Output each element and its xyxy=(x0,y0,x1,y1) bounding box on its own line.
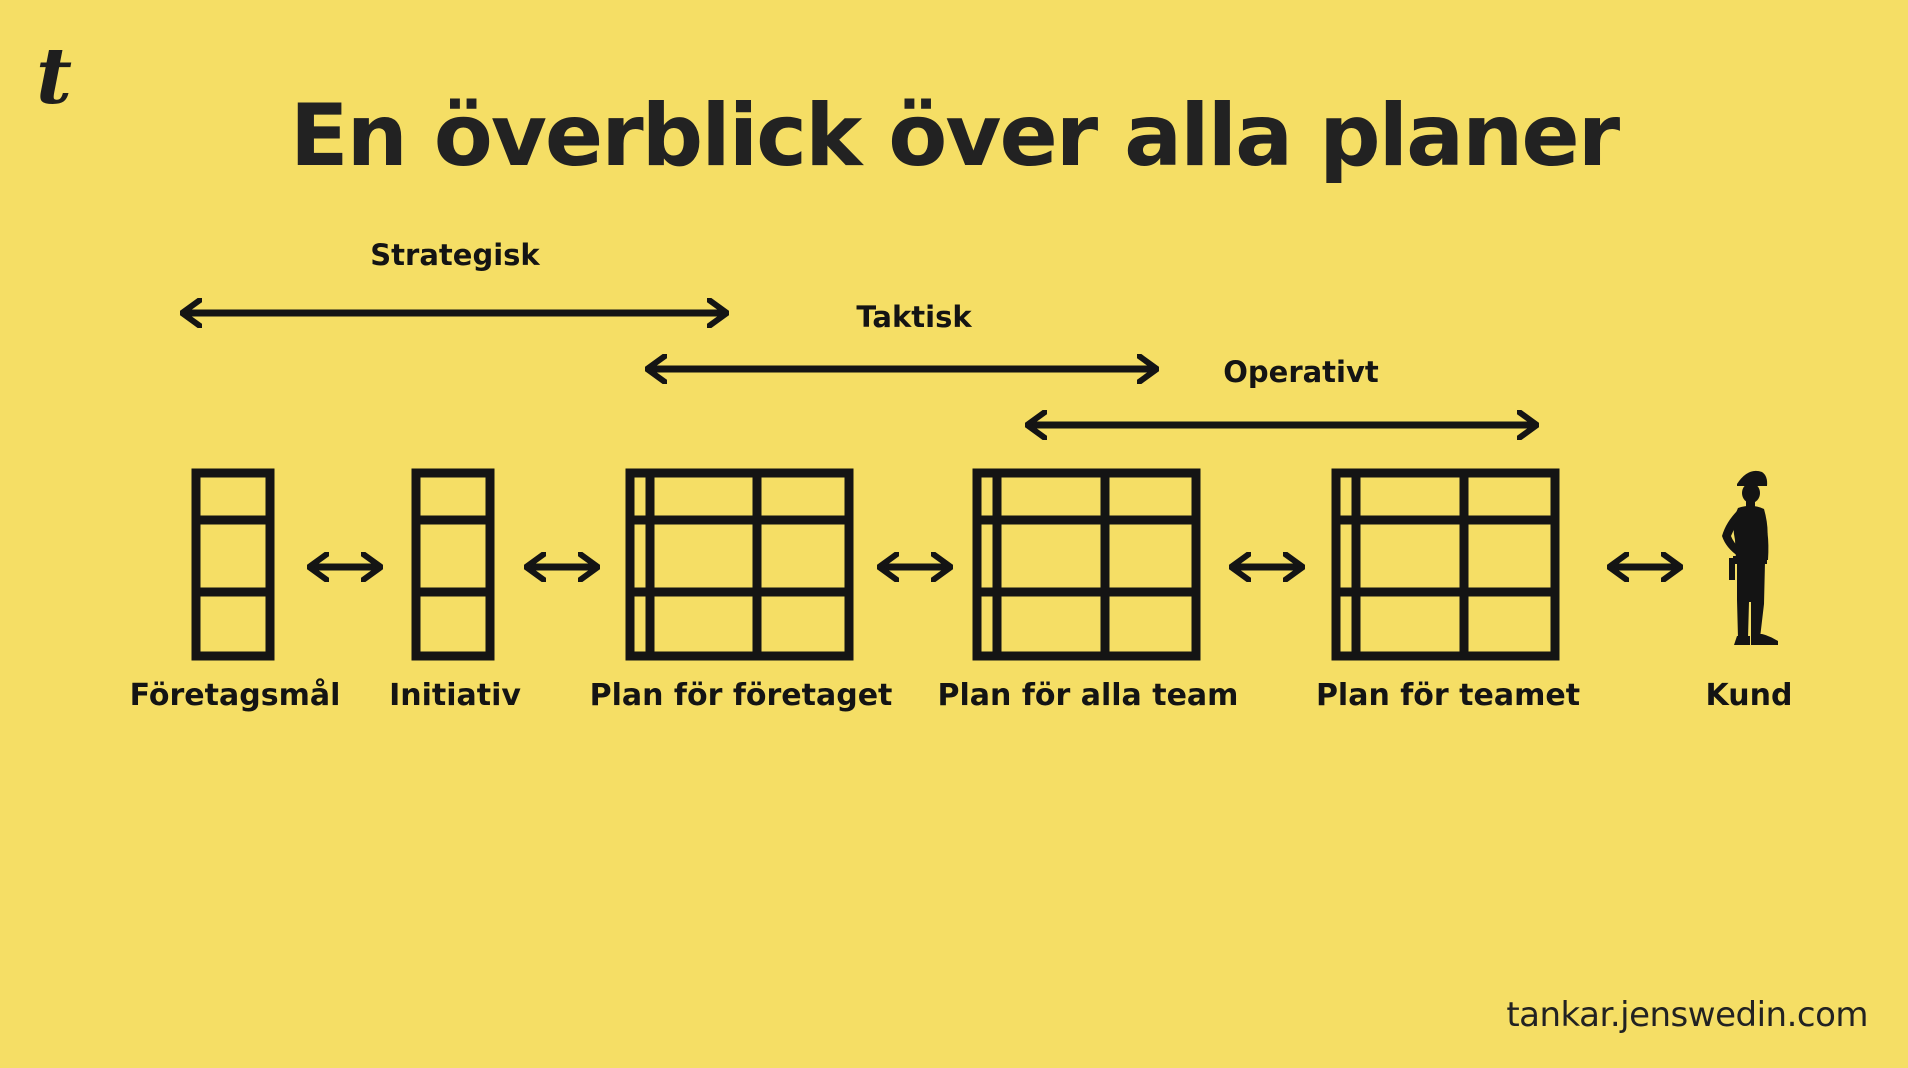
node-label-plan-alla-team: Plan för alla team xyxy=(938,678,1239,713)
grid-column-icon xyxy=(411,468,495,661)
scope-strategisk: Strategisk xyxy=(182,238,727,313)
node-label-kund: Kund xyxy=(1706,678,1793,713)
scope-taktisk: Taktisk xyxy=(647,300,1157,369)
node-kund: Kund xyxy=(1706,470,1793,713)
node-initiativ: Initiativ xyxy=(389,468,521,713)
node-plan-teamet: Plan för teamet xyxy=(1316,468,1580,713)
node-plan-alla-team: Plan för alla team xyxy=(938,468,1239,713)
grid-table-icon xyxy=(972,468,1201,661)
node-plan-foretaget: Plan för företaget xyxy=(590,468,893,713)
node-label-foretagsmal: Företagsmål xyxy=(130,677,341,713)
node-foretagsmal: Företagsmål xyxy=(130,468,341,713)
scope-label-taktisk: Taktisk xyxy=(856,300,972,334)
node-label-plan-teamet: Plan för teamet xyxy=(1316,678,1580,713)
page-title: En överblick över alla planer xyxy=(289,86,1620,186)
scope-label-operativt: Operativt xyxy=(1223,355,1379,389)
grid-table-icon xyxy=(1331,468,1560,661)
t-logo-icon: t xyxy=(36,31,73,122)
grid-table-icon xyxy=(625,468,854,661)
person-silhouette-icon xyxy=(1722,470,1778,645)
node-label-initiativ: Initiativ xyxy=(389,678,521,713)
footer-url: tankar.jenswedin.com xyxy=(1506,995,1868,1035)
node-label-plan-foretaget: Plan för företaget xyxy=(590,678,893,713)
scope-operativt: Operativt xyxy=(1027,355,1537,425)
scope-label-strategisk: Strategisk xyxy=(370,238,540,272)
grid-column-icon xyxy=(191,468,275,661)
